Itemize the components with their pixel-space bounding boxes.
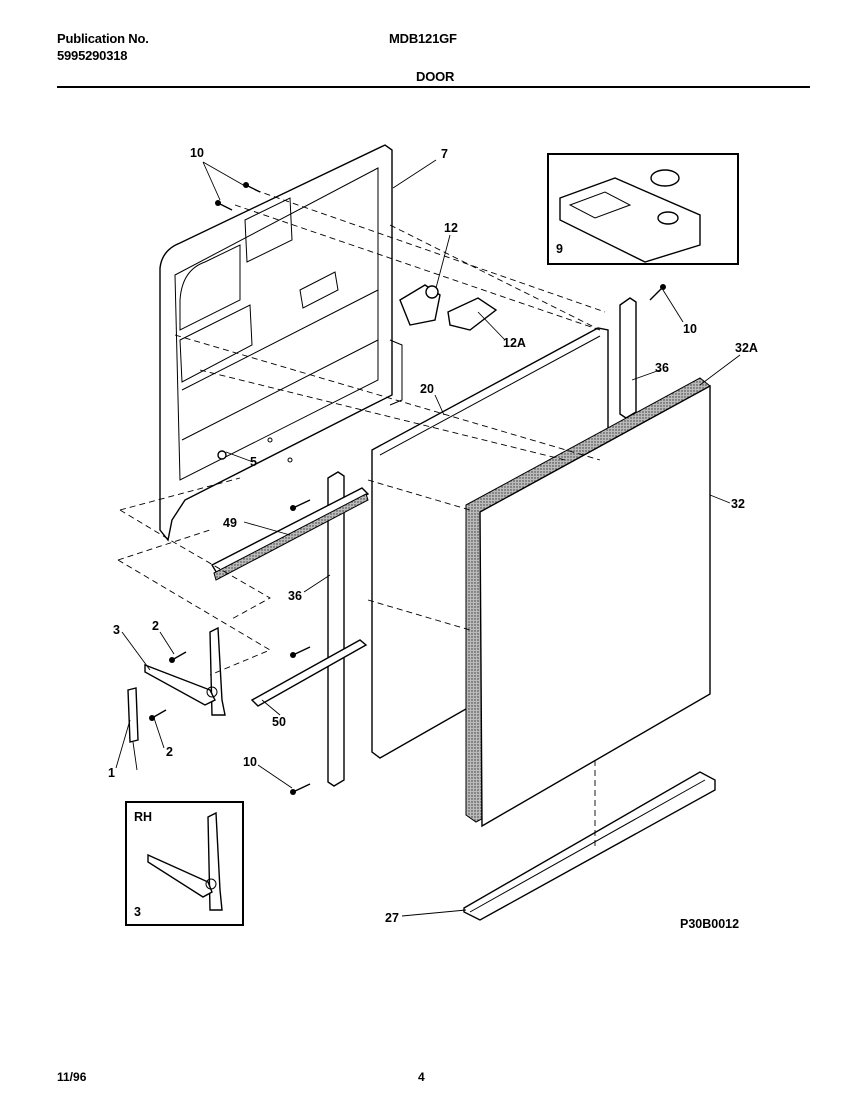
- publication-number: 5995290318: [57, 48, 128, 63]
- callout-3-inset: 3: [134, 905, 141, 919]
- callout-5: 5: [250, 455, 257, 469]
- footer-page-number: 4: [418, 1070, 425, 1084]
- callout-2-top: 2: [152, 619, 159, 633]
- section-title: DOOR: [416, 69, 455, 84]
- rh-hinge-inset: [125, 801, 244, 926]
- hinge-assembly: [144, 626, 226, 716]
- inner-door-frame: [159, 144, 403, 542]
- publication-label: Publication No.: [57, 31, 149, 46]
- callout-32: 32: [731, 497, 745, 511]
- callout-10-right: 10: [683, 322, 697, 336]
- callout-50: 50: [272, 715, 286, 729]
- callout-36-right: 36: [655, 361, 669, 375]
- callout-2-bottom: 2: [166, 745, 173, 759]
- footer-date: 11/96: [57, 1070, 87, 1084]
- screw-icons: [149, 182, 666, 795]
- callout-7: 7: [441, 147, 448, 161]
- callout-27: 27: [385, 911, 399, 925]
- callout-10-top: 10: [190, 146, 204, 160]
- assembly-guide-lines: [117, 189, 606, 850]
- callout-1: 1: [108, 766, 115, 780]
- callout-20: 20: [420, 382, 434, 396]
- door-strip-50: [250, 639, 368, 707]
- bottom-trim: [463, 771, 716, 921]
- header-divider: [57, 86, 810, 88]
- callout-leader-lines: [115, 159, 741, 917]
- callout-9: 9: [556, 242, 563, 256]
- door-strip-49: [211, 487, 370, 581]
- callout-32a: 32A: [735, 341, 758, 355]
- hinge-spring: [127, 687, 139, 771]
- side-trim-right: [619, 297, 637, 419]
- model-number: MDB121GF: [389, 31, 457, 46]
- door-panel-with-gasket: [465, 377, 711, 828]
- callout-12: 12: [444, 221, 458, 235]
- dispenser-inset-box: [547, 153, 739, 265]
- callout-49: 49: [223, 516, 237, 530]
- inset-rh-label: RH: [134, 810, 152, 824]
- callout-10-bottom: 10: [243, 755, 257, 769]
- callout-36-left: 36: [288, 589, 302, 603]
- callout-12a: 12A: [503, 336, 526, 350]
- side-trim-left: [327, 471, 345, 787]
- door-latch-parts: [399, 284, 498, 331]
- drawing-code: P30B0012: [680, 917, 739, 931]
- callout-3: 3: [113, 623, 120, 637]
- callout-labels: 10 7 12 12A 9 10 32A 36 20 5 32 49 36 3 …: [108, 146, 758, 931]
